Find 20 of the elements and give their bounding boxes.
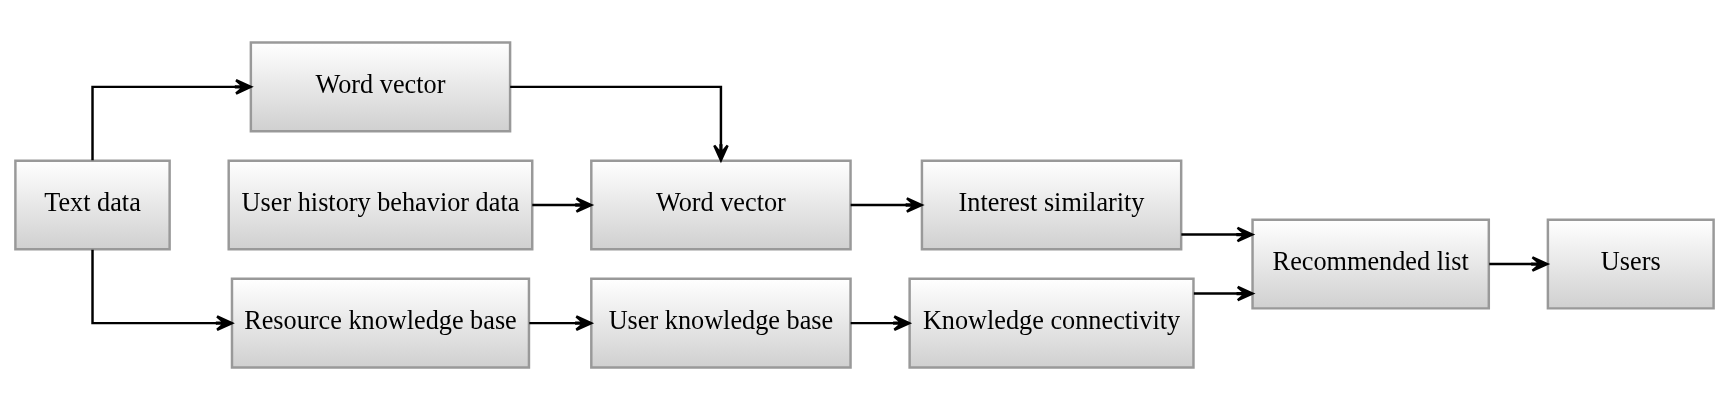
arrow <box>91 249 234 331</box>
arrow <box>850 196 923 213</box>
arrow <box>532 196 593 213</box>
arrow <box>850 314 911 331</box>
node-box: Word vector <box>590 158 852 251</box>
arrow <box>1193 285 1254 301</box>
arrow <box>529 314 593 331</box>
node-box: Users <box>1546 218 1715 310</box>
node-box: Resource knowledge base <box>230 277 531 369</box>
node-box: User knowledge base <box>590 277 852 369</box>
arrow <box>1489 255 1549 272</box>
arrow <box>510 85 729 162</box>
node-box: Knowledge connectivity <box>908 277 1195 369</box>
node-box: Word vector <box>249 40 512 132</box>
node-box: Recommended list <box>1251 218 1491 310</box>
arrow <box>1181 226 1254 242</box>
node-box: Text data <box>14 158 171 251</box>
arrow <box>91 78 253 160</box>
node-box: User history behavior data <box>227 158 534 251</box>
node-box: Interest similarity <box>920 158 1183 251</box>
